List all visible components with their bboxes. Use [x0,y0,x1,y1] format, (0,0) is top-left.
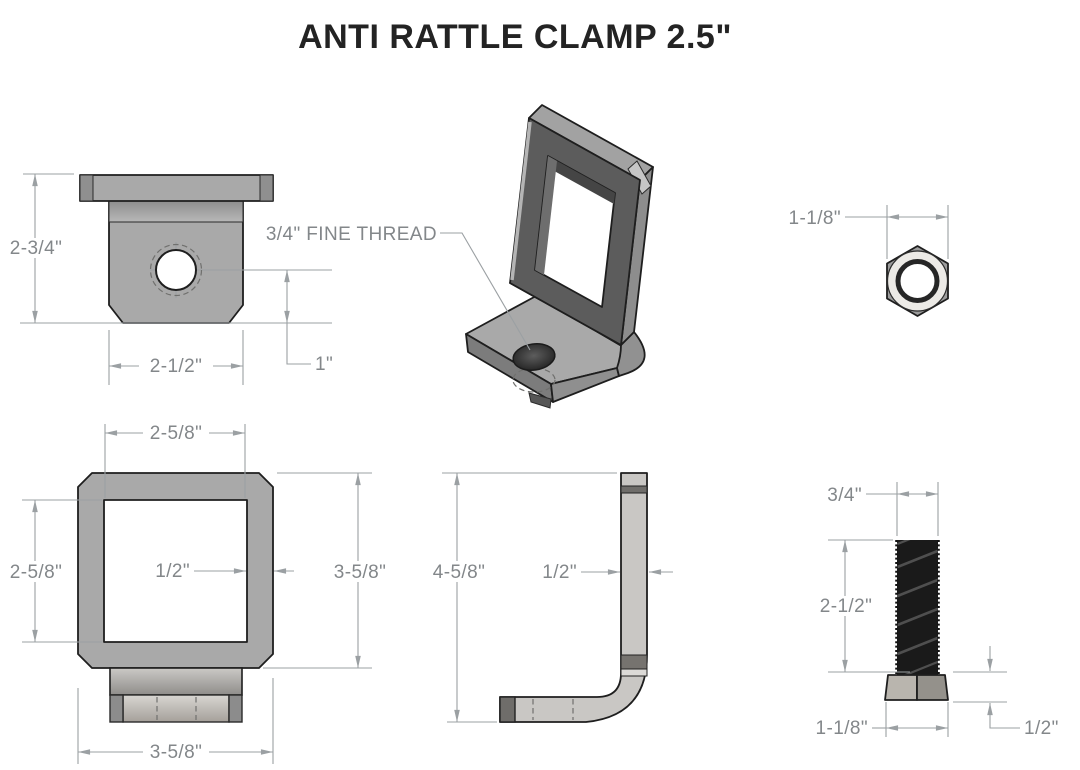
page-title: ANTI RATTLE CLAMP 2.5" [298,18,732,56]
nut-front-face [122,694,230,723]
dim-nut-width: 1-1/8" [789,205,949,259]
weld-collar-front [109,667,243,696]
dim-label-width: 2-1/2" [150,356,202,377]
dim-label-head-height: 1/2" [1024,718,1059,739]
collar-edge-band [620,654,648,670]
threaded-hole [512,343,556,371]
dim-thread-length: 2-1/2" [816,539,910,673]
flange-edge-band [620,485,648,494]
ring-inner-top-wall [547,156,615,204]
clamp-weld-collar [108,200,244,223]
clamp-flange [79,174,274,202]
collar-light-band [620,668,648,677]
dim-label-inner-width: 2-5/8" [150,423,202,444]
nut-top-view: 1-1/8" [789,205,949,317]
dim-label-thread-diameter: 3/4" [827,485,862,506]
flange-right-cap [259,174,274,202]
hole-hidden-ellipse [512,367,556,393]
dim-label-side-height: 4-5/8" [433,562,485,583]
dim-label-wall-thickness: 1/2" [155,561,190,582]
dim-outer-height: 3-5/8" [263,472,389,669]
bolt-view: 3/4" 2-1/2" 1-1/8" 1/2" [816,482,1059,739]
side-profile [499,472,648,723]
ring-inner-left-wall [535,156,557,275]
dim-outer-width: 3-5/8" [77,678,274,764]
dim-thread-diameter: 3/4" [827,482,939,536]
nut-hidden-lines [156,697,197,720]
flange-left-cap [79,174,94,202]
dim-label-nut-width: 1-1/8" [789,208,841,229]
dim-inner-height: 2-5/8" [7,499,102,643]
bolt-hole [155,249,197,291]
dim-width: 2-1/2" [108,330,244,385]
dim-side-height: 4-5/8" [429,472,617,723]
dim-head-width: 1-1/8" [816,702,949,739]
dim-head-height: 1/2" [953,646,1059,739]
dim-wall-thickness: 1/2" [155,561,294,582]
dim-label-head-width: 1-1/8" [816,718,868,739]
dim-label-hole-offset: 1" [315,354,333,375]
nut-left-flat [109,694,124,723]
base-corner-chamfer [528,392,552,409]
side-view: 4-5/8" 1/2" [429,472,673,723]
nut-right-flat [228,694,243,723]
dim-label-thread-length: 2-1/2" [820,596,872,617]
thread-note-label: 3/4" FINE THREAD [266,224,437,245]
dim-label-height: 2-3/4" [10,238,62,259]
base-hidden-lines [532,699,574,720]
clamp-front-view: 2-5/8" 2-5/8" 1/2" 3-5/8" 3-5/8" [7,423,389,764]
dim-height: 2-3/4" [7,173,332,324]
dim-label-side-thickness: 1/2" [542,562,577,583]
ring-left-edge-highlight [510,121,532,281]
front-top-view: 2-3/4" 2-1/2" 1" [7,173,333,385]
dim-label-outer-width: 3-5/8" [150,742,202,763]
dim-side-thickness: 1/2" [542,562,673,583]
hole-thread-hidden-circle [149,243,203,297]
ring-corner-chamfer [627,160,652,195]
base-end-cap [499,696,516,723]
thread-annotation: 3/4" FINE THREAD [266,224,531,351]
receiver-frame [77,472,274,669]
bolt-head-right [916,674,949,701]
dim-label-outer-height: 3-5/8" [334,562,386,583]
bolt-head-left [884,674,918,701]
isometric-view: 3/4" FINE THREAD [266,104,654,409]
nut-thread-hole [895,259,940,303]
dim-inner-width: 2-5/8" [104,423,246,498]
dim-label-inner-height: 2-5/8" [10,562,62,583]
dim-hole-offset: 1" [284,270,333,375]
